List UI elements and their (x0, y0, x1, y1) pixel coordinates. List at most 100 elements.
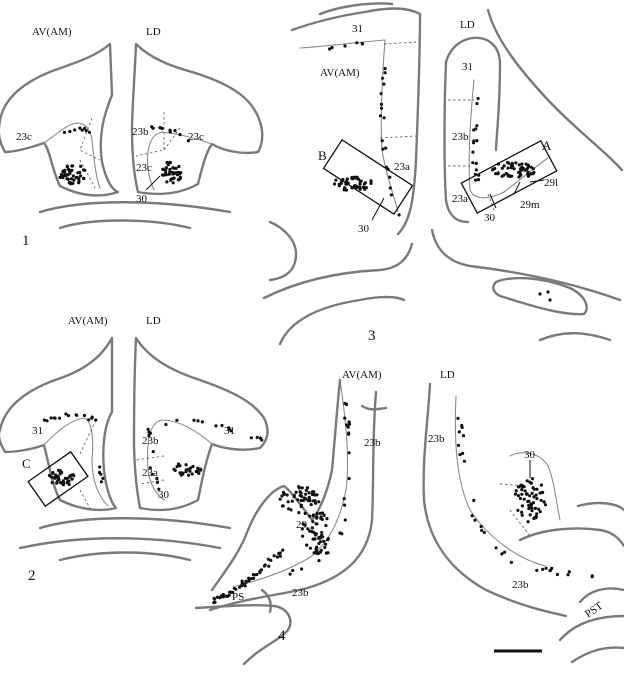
neuron-dot (326, 537, 330, 541)
neuron-dot (244, 579, 248, 584)
neuron-dot (311, 490, 315, 494)
neuron-dot (178, 175, 182, 179)
neuron-dot (517, 163, 521, 167)
panel3-label-29m: 29m (520, 199, 540, 211)
neuron-dot (66, 167, 71, 171)
neuron-dot (529, 481, 534, 485)
neuron-dot (531, 172, 535, 176)
neuron-dot (494, 546, 498, 550)
neuron-dot (175, 418, 179, 422)
neuron-dot (99, 480, 103, 484)
neuron-dot (68, 129, 72, 134)
neuron-dot (528, 513, 532, 517)
neuron-dot (528, 494, 532, 498)
neuron-dot (172, 176, 176, 180)
neuron-dot (527, 173, 531, 178)
neuron-dot (78, 170, 82, 174)
panel-1: AV(AM) LD 23c 23b 23c 23c 30 1 (0, 26, 264, 249)
neuron-dot (218, 596, 222, 600)
neuron-dot (167, 172, 171, 176)
neuron-dot (339, 181, 343, 185)
neuron-dot (514, 489, 518, 493)
panel3-callosum-right (430, 228, 622, 302)
neuron-dot (380, 139, 384, 143)
neuron-dot (247, 576, 251, 580)
neuron-dot (534, 493, 538, 497)
neuron-dot (343, 503, 347, 507)
panel1-leader-30 (145, 175, 161, 191)
neuron-dot (502, 164, 506, 168)
neuron-dot (457, 430, 461, 434)
neuron-dot (378, 114, 382, 118)
neuron-dot (164, 173, 168, 177)
neuron-dot (60, 470, 64, 474)
panel3-box-b (322, 138, 414, 216)
neuron-dot (199, 468, 203, 472)
neuron-dot (474, 161, 478, 165)
neuron-dot (63, 168, 67, 172)
neuron-dot (232, 586, 236, 590)
neuron-dot (343, 416, 347, 420)
panel3-callosum-left (262, 242, 414, 300)
neuron-dot (509, 560, 513, 565)
neuron-dot (324, 523, 328, 528)
neuron-dot (73, 128, 77, 132)
neuron-dot (520, 513, 524, 517)
neuron-dot (228, 590, 232, 594)
neuron-dot (285, 493, 289, 497)
panel3-left-outline (290, 7, 422, 236)
neuron-dot (173, 468, 177, 472)
neuron-dot (456, 443, 461, 447)
panel4-right-cortex-inner (454, 395, 547, 567)
neuron-dot (42, 418, 47, 422)
neuron-dot (278, 554, 282, 558)
neuron-dot (220, 423, 224, 428)
neuron-dot (520, 504, 525, 508)
panel3-left-outline-top (318, 2, 394, 16)
neuron-dot (535, 487, 539, 491)
neuron-dot (472, 141, 476, 145)
panel4-left-sulcus (210, 378, 342, 592)
neuron-dot (84, 129, 88, 133)
panel1-right-border-1 (135, 112, 165, 157)
panel1-label-23b: 23b (132, 126, 149, 138)
neuron-dot (272, 554, 276, 558)
neuron-dot (64, 412, 68, 416)
panel1-left-border-1 (79, 117, 101, 161)
neuron-dot (307, 495, 311, 499)
panel2-label-23a: 23a (142, 467, 158, 479)
neuron-dot (49, 475, 53, 479)
neuron-dot (58, 481, 63, 485)
neuron-dot (168, 130, 172, 134)
neuron-dot (68, 474, 72, 478)
neuron-dot (278, 551, 282, 555)
neuron-dot (475, 139, 479, 143)
neuron-dot (294, 490, 298, 494)
neuron-dot (313, 499, 317, 503)
neuron-dot (220, 594, 224, 598)
neuron-dot (538, 510, 542, 514)
neuron-dot (332, 182, 337, 186)
panel2-right-hemisphere-outline (132, 336, 269, 512)
neuron-dot (461, 434, 466, 438)
neuron-dot (475, 124, 479, 128)
panel3-box-a (460, 139, 558, 215)
neuron-dot (494, 172, 498, 176)
neuron-dot (315, 545, 319, 549)
neuron-dot (200, 420, 204, 424)
panel2-number: 2 (28, 568, 36, 584)
panel1-label-ld: LD (146, 26, 161, 38)
neuron-dot (82, 413, 87, 418)
neuron-dot (98, 465, 102, 469)
neuron-dot (326, 551, 330, 555)
neuron-dot (530, 477, 535, 481)
neuron-dot (548, 569, 552, 573)
neuron-dot (292, 493, 296, 497)
neuron-dot (456, 416, 460, 420)
neuron-dot (590, 575, 594, 579)
neuron-dot (542, 500, 546, 504)
neuron-dot (263, 563, 267, 567)
panel1-right-cortex-inner (146, 131, 213, 191)
neuron-dot (310, 526, 314, 530)
neuron-dot (169, 177, 173, 181)
